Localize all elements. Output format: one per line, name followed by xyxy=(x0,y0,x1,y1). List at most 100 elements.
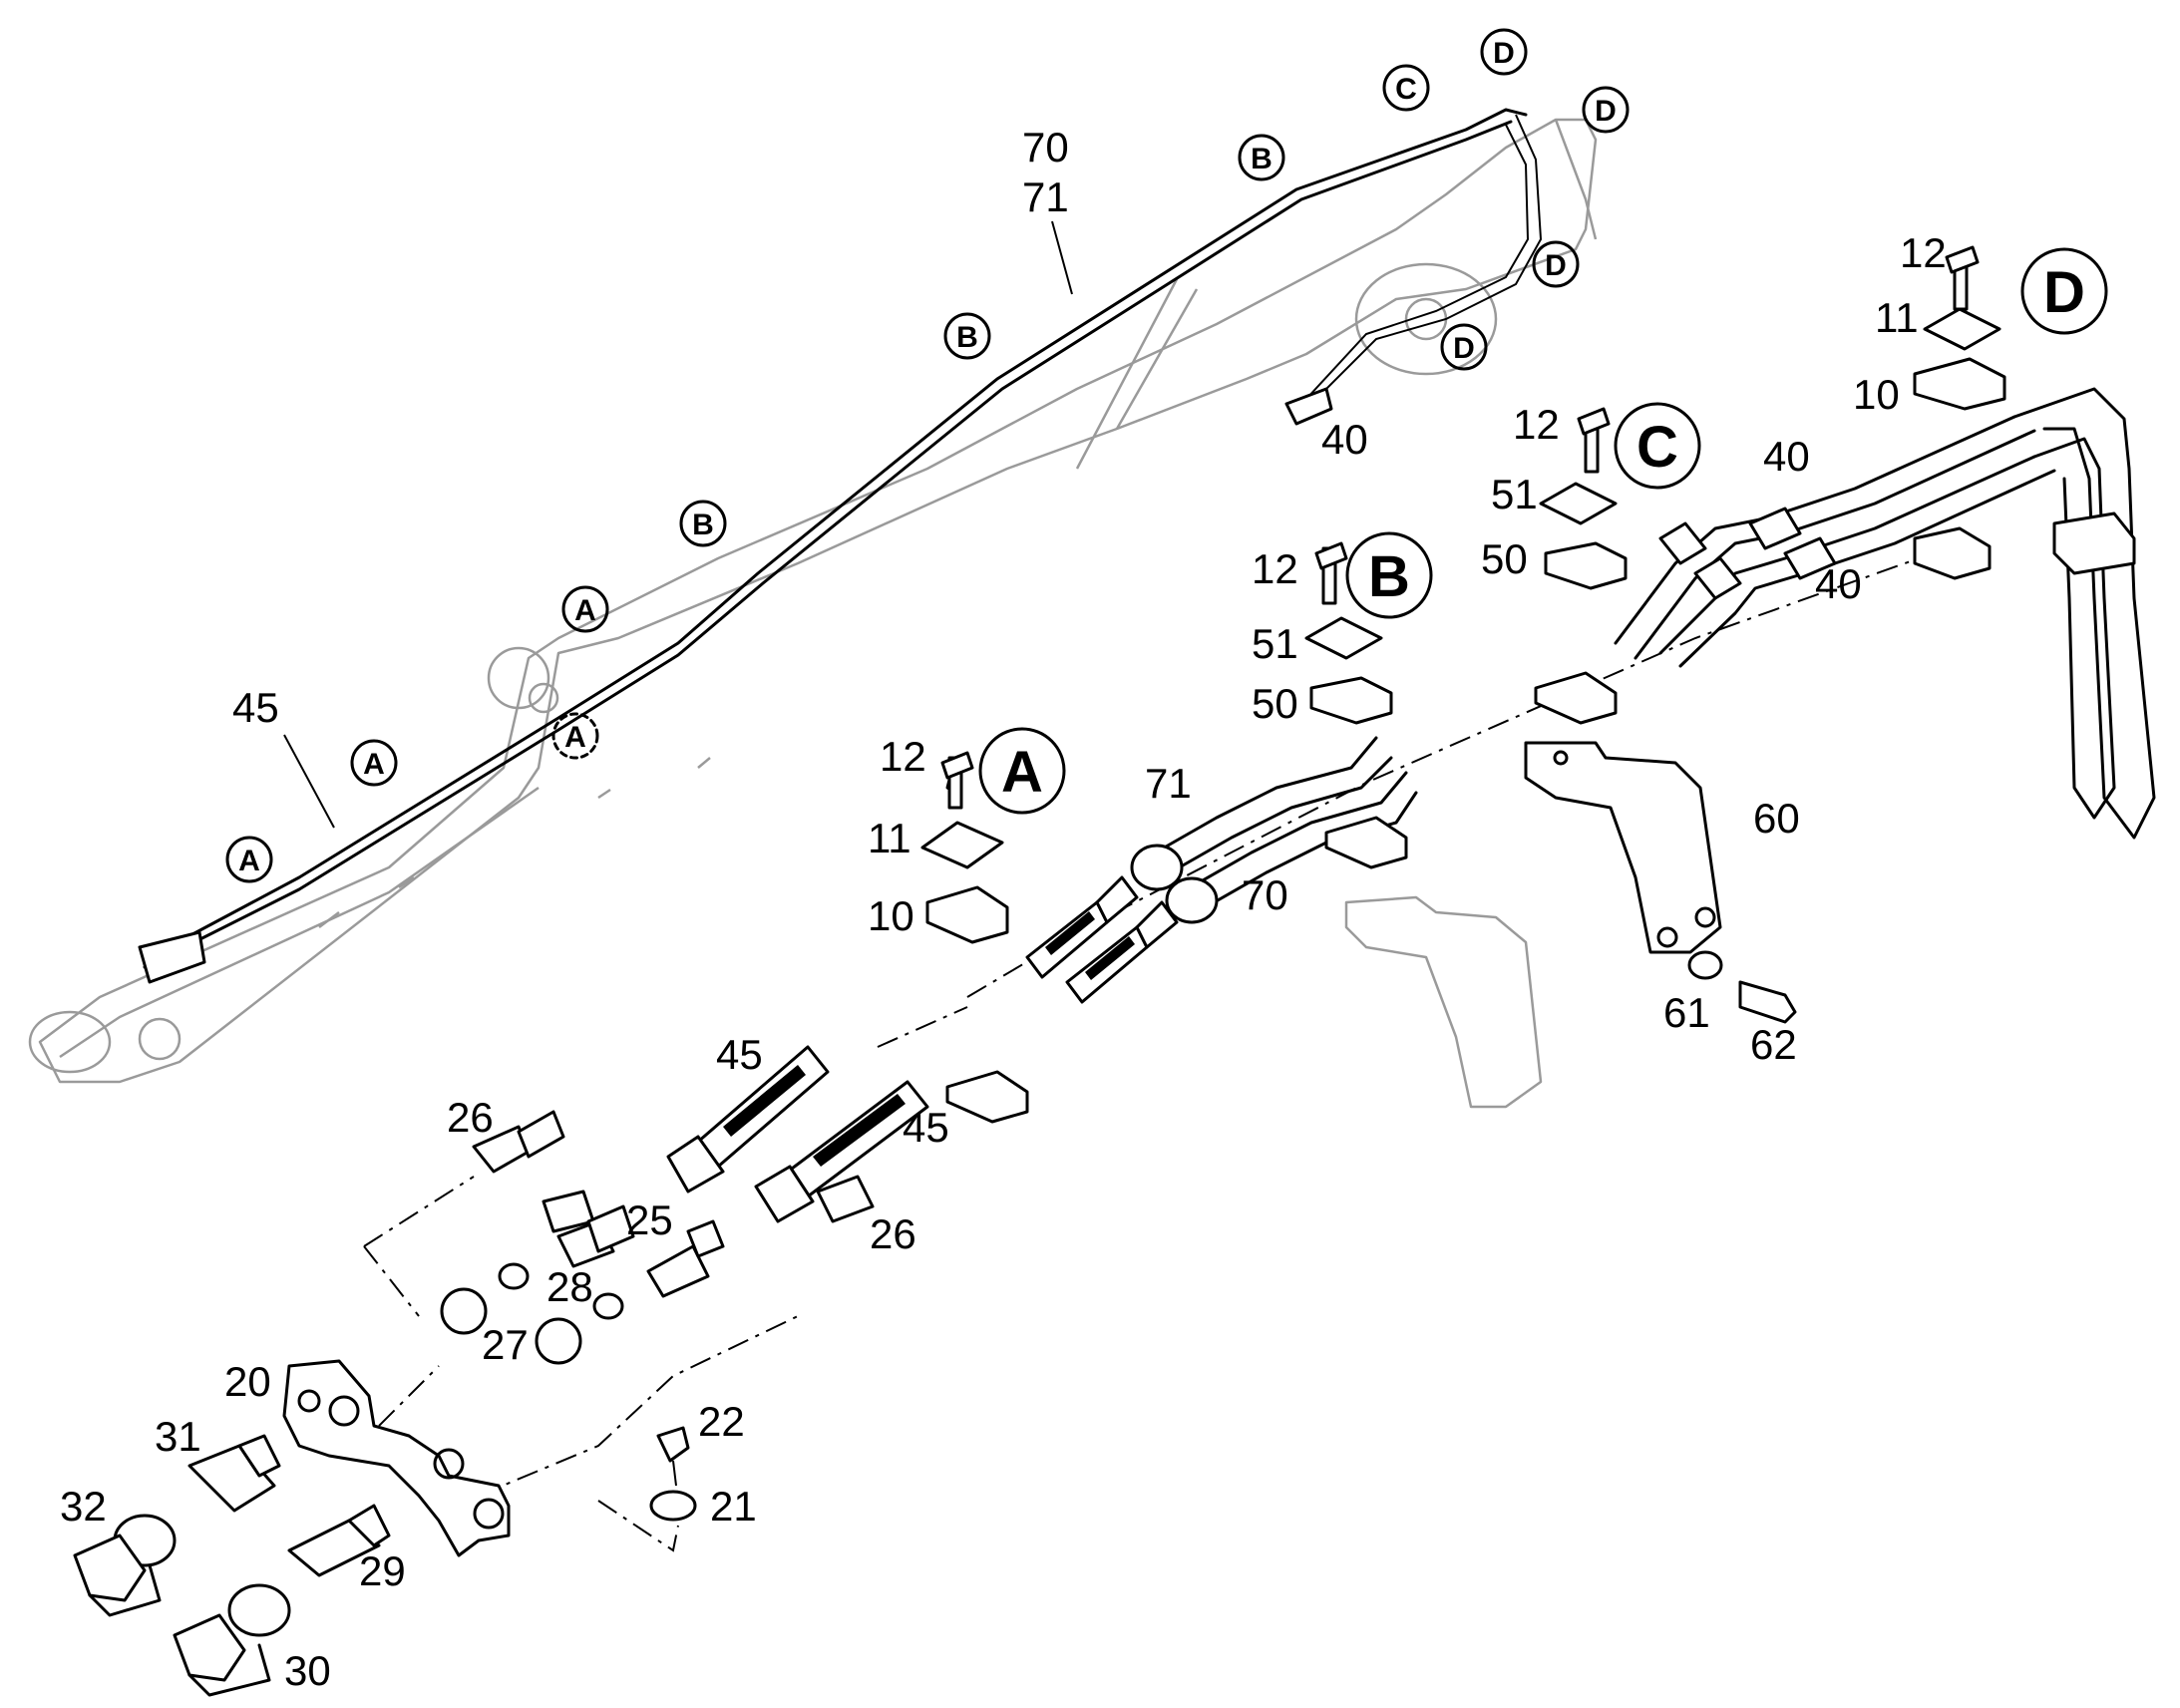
cap-30 xyxy=(173,1583,291,1697)
callout-40-boom: 40 xyxy=(1321,416,1368,463)
svg-text:D: D xyxy=(1453,332,1475,365)
boom-marker-d-3: D xyxy=(1532,240,1580,288)
svg-text:B: B xyxy=(692,509,714,541)
svg-text:D: D xyxy=(2043,260,2085,325)
callout-12-d: 12 xyxy=(1900,229,1947,276)
clamp-c-assembly xyxy=(1534,407,1628,725)
callout-45-b: 45 xyxy=(903,1104,949,1151)
leader-dash-4 xyxy=(378,1365,440,1427)
svg-text:C: C xyxy=(1395,73,1417,106)
svg-text:D: D xyxy=(1493,37,1515,70)
svg-text:A: A xyxy=(564,721,586,754)
leader-dash-1 xyxy=(363,1176,475,1247)
callout-10-d: 10 xyxy=(1853,371,1900,418)
callout-31: 31 xyxy=(155,1413,201,1460)
clamp-a-assembly xyxy=(920,751,1029,1124)
exploded-center-line-2 xyxy=(877,1006,968,1048)
boom-marker-b-2: B xyxy=(943,312,991,360)
callout-11-a: 11 xyxy=(868,815,911,861)
callout-71-boom: 71 xyxy=(1022,173,1069,220)
callout-21: 21 xyxy=(710,1483,757,1530)
callout-60: 60 xyxy=(1753,795,1800,842)
svg-text:C: C xyxy=(1636,415,1678,480)
hose-45-upper xyxy=(666,1045,830,1194)
callout-29: 29 xyxy=(359,1547,406,1594)
callout-40-a: 40 xyxy=(1763,433,1810,480)
clamp-d-lower xyxy=(1913,526,1992,580)
callout-32: 32 xyxy=(60,1483,107,1530)
callout-70-boom: 70 xyxy=(1022,124,1069,171)
boom-marker-d-2: D xyxy=(1582,86,1630,134)
coupling-31 xyxy=(187,1434,281,1513)
detail-marker-b: B xyxy=(1345,531,1433,619)
boom-marker-a-4: A xyxy=(551,712,599,760)
callout-11-d: 11 xyxy=(1875,294,1919,341)
callout-70: 70 xyxy=(1242,871,1288,918)
hose-45-lower xyxy=(754,1080,929,1223)
plate-20 xyxy=(282,1359,511,1557)
coupling-29 xyxy=(287,1504,391,1577)
washer-21 xyxy=(649,1490,697,1522)
svg-text:A: A xyxy=(1001,740,1043,805)
detail-marker-d: D xyxy=(2020,247,2108,335)
boom-marker-d-1: D xyxy=(1480,28,1528,76)
callout-28: 28 xyxy=(546,1263,593,1310)
detail-marker-c: C xyxy=(1614,402,1701,490)
callout-51-b: 51 xyxy=(1252,620,1298,667)
svg-text:A: A xyxy=(574,594,596,627)
hose-45-upper-right xyxy=(1025,875,1179,1004)
boom-hose-line xyxy=(138,108,1543,984)
boom-marker-b-3: B xyxy=(1238,134,1285,181)
boom-marker-d-4: D xyxy=(1440,323,1488,371)
bracket-ghost xyxy=(1344,895,1543,1109)
callout-22: 22 xyxy=(698,1398,745,1445)
bracket-60 xyxy=(1524,741,1722,954)
leader-45-boom xyxy=(283,734,335,829)
clamp-d-block xyxy=(2052,512,2136,575)
boom-marker-a-1: A xyxy=(225,836,273,883)
svg-text:A: A xyxy=(363,748,385,781)
boom-marker-b-1: B xyxy=(679,500,727,547)
boom-outline xyxy=(28,118,1598,1084)
svg-text:A: A xyxy=(238,845,260,877)
boom-marker-c: C xyxy=(1382,64,1430,112)
svg-text:B: B xyxy=(1251,143,1272,175)
svg-text:D: D xyxy=(1545,249,1567,282)
callout-61: 61 xyxy=(1663,989,1710,1036)
callout-26-a: 26 xyxy=(447,1094,494,1141)
bolt-62 xyxy=(1738,980,1797,1024)
bolt-22 xyxy=(656,1426,690,1463)
callout-45-boom: 45 xyxy=(232,684,279,731)
leader-dash-5 xyxy=(597,1500,679,1552)
callout-26-b: 26 xyxy=(870,1210,916,1257)
svg-text:D: D xyxy=(1595,95,1617,128)
callout-12-a: 12 xyxy=(880,733,926,780)
boom-marker-a-3: A xyxy=(561,585,609,633)
callout-62: 62 xyxy=(1750,1021,1797,1068)
callout-10-a: 10 xyxy=(868,892,914,939)
boom-marker-a-2: A xyxy=(350,739,398,787)
callout-27: 27 xyxy=(482,1321,529,1368)
leader-dash-3 xyxy=(478,1315,799,1497)
exploded-center-line xyxy=(966,537,1976,998)
cap-32 xyxy=(73,1514,177,1617)
leader-70-71-boom xyxy=(1051,220,1073,295)
hose-40-riser xyxy=(2012,387,2156,840)
callout-50-b: 50 xyxy=(1252,680,1298,727)
callout-40-b: 40 xyxy=(1815,560,1862,607)
svg-text:B: B xyxy=(956,321,978,354)
washer-61 xyxy=(1687,950,1723,980)
hose-40-pair xyxy=(1614,415,2056,668)
leader-dash-2 xyxy=(363,1245,420,1317)
fittings-cluster xyxy=(440,1110,875,1365)
callout-25: 25 xyxy=(626,1196,673,1243)
callout-12-c: 12 xyxy=(1513,401,1560,448)
callout-50-c: 50 xyxy=(1481,535,1528,582)
clamp-b-assembly xyxy=(1304,541,1408,869)
callout-20: 20 xyxy=(224,1358,271,1405)
callout-12-b: 12 xyxy=(1252,545,1298,592)
callout-71: 71 xyxy=(1145,760,1192,807)
svg-text:B: B xyxy=(1368,544,1410,609)
detail-marker-a: A xyxy=(978,727,1066,815)
